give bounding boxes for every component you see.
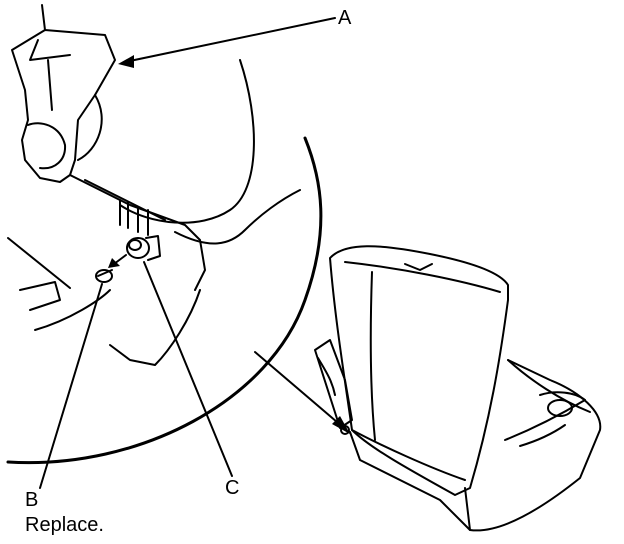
detail-pointer-line (254, 351, 345, 429)
detail-pointer-arrowhead (332, 416, 350, 434)
callout-b-leader (39, 283, 103, 489)
seat-frame-detail (7, 59, 301, 366)
callout-c-label: C (225, 477, 240, 499)
trim-cover-a (11, 4, 116, 183)
bolt-c (126, 235, 161, 261)
callout-a-leader (124, 17, 336, 63)
callout-b-note: Replace. (25, 514, 104, 536)
removal-arrowhead (108, 258, 120, 268)
detail-circle-arc (6, 136, 323, 465)
callout-a-arrowhead (118, 55, 134, 68)
callout-a-label: A (338, 7, 352, 29)
callout-b-label: B (25, 489, 39, 511)
seat-assembly (314, 245, 602, 532)
clip-b (95, 269, 113, 283)
callout-c-leader (143, 261, 233, 477)
